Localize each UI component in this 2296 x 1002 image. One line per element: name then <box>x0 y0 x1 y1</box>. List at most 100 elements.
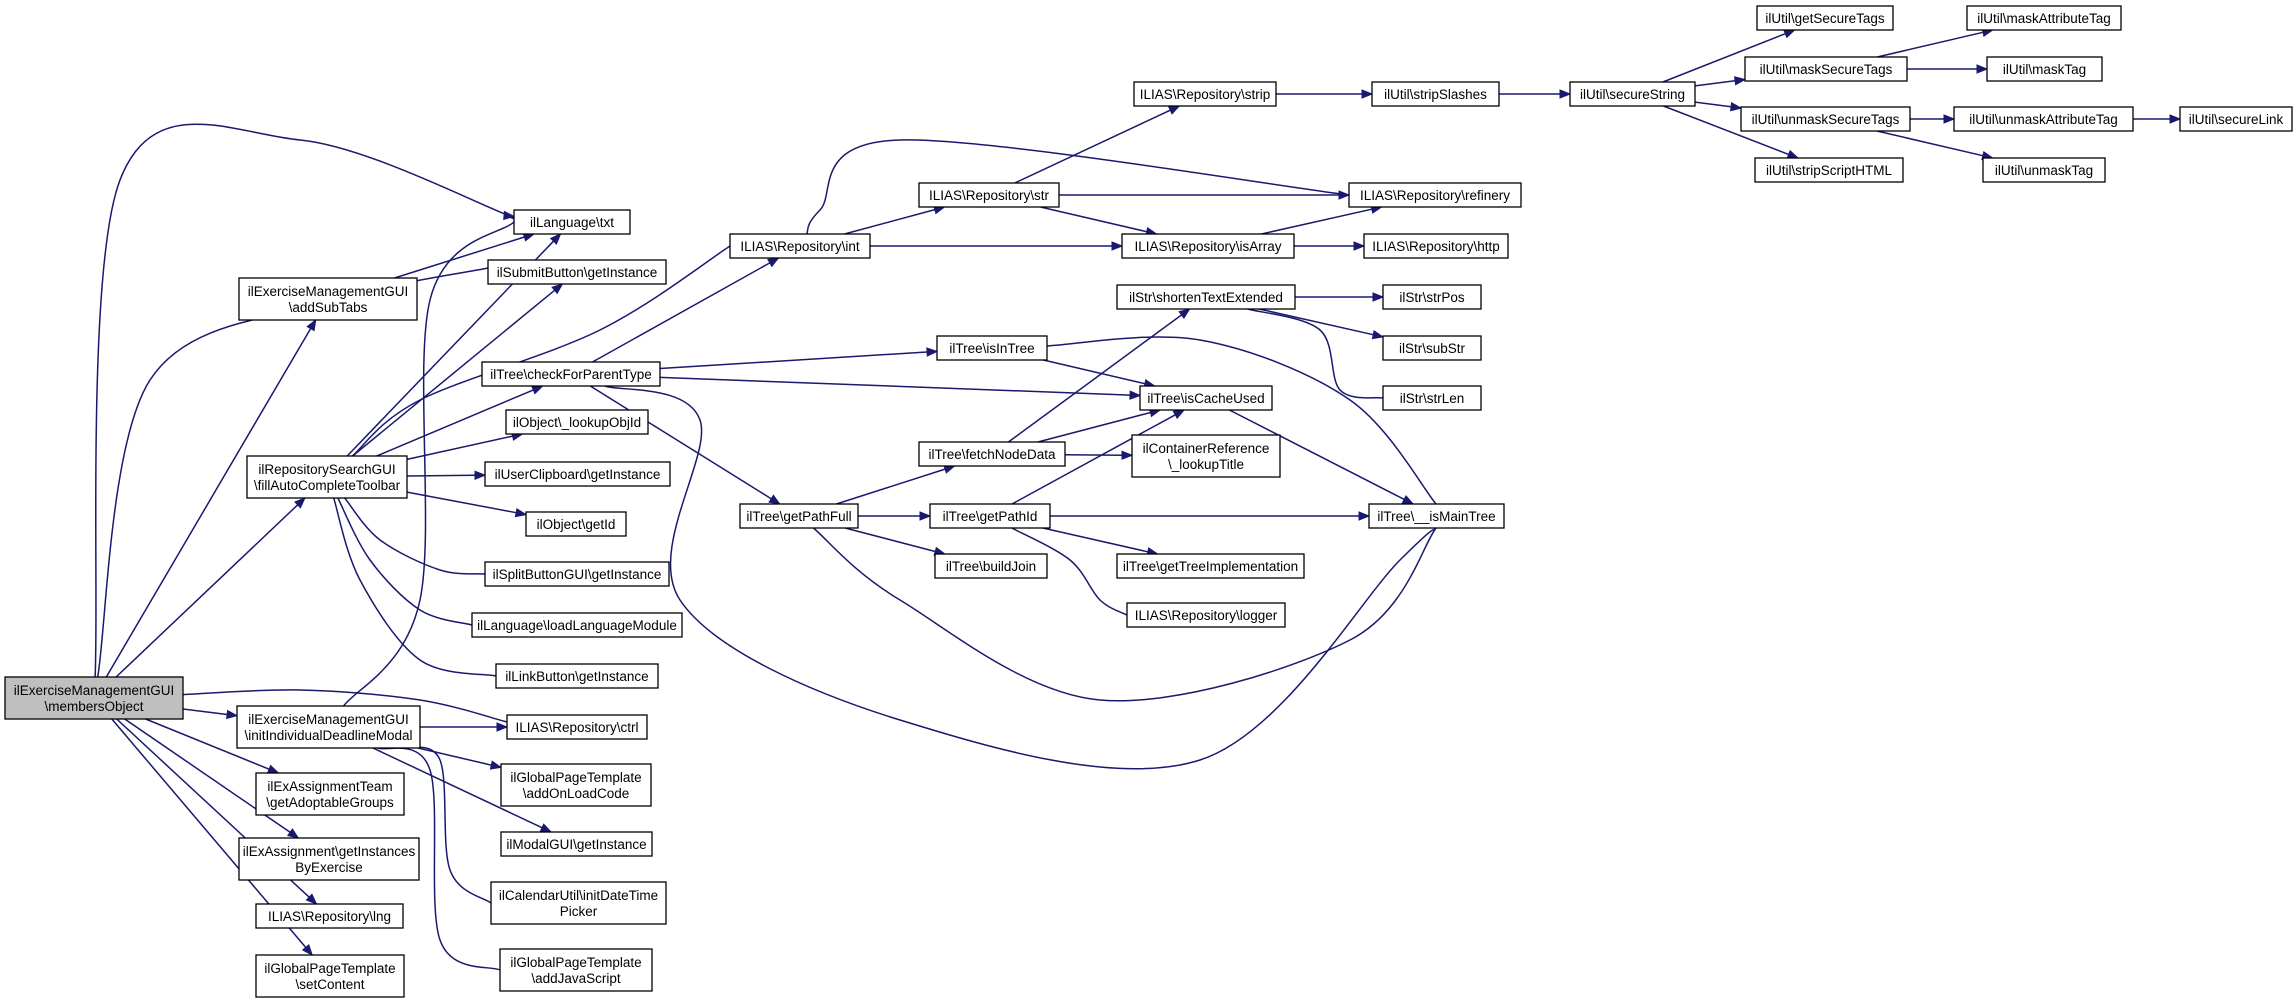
node-label-line: ilTree\getTreeImplementation <box>1123 559 1298 574</box>
node-lookup-obj-id[interactable]: ilObject\_lookupObjId <box>505 409 649 435</box>
node-tree-is-cache-used[interactable]: ilTree\isCacheUsed <box>1139 385 1273 411</box>
call-graph-nodes: ilExerciseManagementGUI\membersObjectilE… <box>4 5 2293 998</box>
node-repo-is-array[interactable]: ILIAS\Repository\isArray <box>1121 233 1295 259</box>
node-repo-ctrl[interactable]: ILIAS\Repository\ctrl <box>506 714 648 740</box>
node-add-sub-tabs[interactable]: ilExerciseManagementGUI\addSubTabs <box>238 277 418 321</box>
node-secure-link[interactable]: ilUtil\secureLink <box>2179 106 2293 132</box>
node-box <box>936 335 1048 361</box>
edge-check_for_parent_type-to-tree_is_main_tree <box>604 385 1440 770</box>
node-sub-str[interactable]: ilStr\subStr <box>1382 335 1482 361</box>
node-tree-fetch-node-data[interactable]: ilTree\fetchNodeData <box>918 441 1066 467</box>
node-unmask-tag[interactable]: ilUtil\unmaskTag <box>1982 157 2106 183</box>
node-label-line: \membersObject <box>44 699 143 714</box>
node-add-on-load-code[interactable]: ilGlobalPageTemplate\addOnLoadCode <box>500 763 652 807</box>
node-tree-build-join[interactable]: ilTree\buildJoin <box>934 553 1048 579</box>
node-label-line: ilStr\strLen <box>1400 391 1465 406</box>
node-mask-attribute-tag[interactable]: ilUtil\maskAttributeTag <box>1966 5 2122 31</box>
arrowhead-repo_strip-to-strip_slashes <box>1361 89 1374 99</box>
node-get-adoptable-groups[interactable]: ilExAssignmentTeam\getAdoptableGroups <box>255 772 405 816</box>
node-check-for-parent-type[interactable]: ilTree\checkForParentType <box>481 361 661 387</box>
node-tree-is-main-tree[interactable]: ilTree\__isMainTree <box>1368 503 1505 529</box>
node-object-get-id[interactable]: ilObject\getId <box>525 511 627 537</box>
node-init-deadline-modal[interactable]: ilExerciseManagementGUI\initIndividualDe… <box>236 705 421 749</box>
node-str-len[interactable]: ilStr\strLen <box>1382 385 1482 411</box>
node-label-line: ILIAS\Repository\str <box>929 188 1050 203</box>
node-label-line: ilExerciseManagementGUI <box>14 683 175 698</box>
arrowhead-shorten_text_extended-to-str_pos <box>1372 292 1385 302</box>
node-label-line: \setContent <box>295 977 364 992</box>
node-split-button[interactable]: ilSplitButtonGUI\getInstance <box>484 561 670 587</box>
arrowhead-init_deadline_modal-to-add_on_load_code <box>489 760 503 770</box>
arrowhead-fill_auto_complete-to-object_get_id <box>514 507 528 518</box>
node-str-pos[interactable]: ilStr\strPos <box>1382 284 1482 310</box>
arrowhead-repo_str-to-repo_refinery <box>1338 190 1351 200</box>
node-tree-is-in-tree[interactable]: ilTree\isInTree <box>936 335 1048 361</box>
node-label-line: ilGlobalPageTemplate <box>510 770 641 785</box>
node-label-line: \addOnLoadCode <box>523 786 630 801</box>
node-box <box>481 361 661 387</box>
node-box <box>500 763 652 807</box>
node-mask-tag[interactable]: ilUtil\maskTag <box>1986 56 2103 82</box>
node-container-reference-lookup-title[interactable]: ilContainerReference\_lookupTitle <box>1131 434 1281 478</box>
edge-tree_get_path_id-to-tree_is_cache_used <box>1011 414 1176 505</box>
node-label-line: ilExerciseManagementGUI <box>248 712 409 727</box>
node-box <box>255 903 404 929</box>
arrowhead-init_deadline_modal-to-modal_gui <box>539 823 553 833</box>
node-modal-gui[interactable]: ilModalGUI\getInstance <box>500 831 653 857</box>
arrowhead-repo_is_array-to-repo_http <box>1353 241 1366 251</box>
arrowhead-secure_string-to-unmask_secure_tags <box>1730 101 1743 112</box>
node-tree-get-tree-implementation[interactable]: ilTree\getTreeImplementation <box>1116 553 1305 579</box>
node-link-button[interactable]: ilLinkButton\getInstance <box>495 663 659 689</box>
node-label-line: ilCalendarUtil\initDateTime <box>499 888 658 903</box>
node-members-object[interactable]: ilExerciseManagementGUI\membersObject <box>4 676 184 720</box>
node-repo-http[interactable]: ILIAS\Repository\http <box>1363 233 1509 259</box>
node-unmask-attribute-tag[interactable]: ilUtil\unmaskAttributeTag <box>1953 106 2134 132</box>
node-language-txt[interactable]: ilLanguage\txt <box>513 209 631 235</box>
node-repo-strip[interactable]: ILIAS\Repository\strip <box>1133 81 1277 107</box>
arrowhead-members_object-to-init_deadline_modal <box>226 709 239 720</box>
node-label-line: ilUtil\secureString <box>1580 87 1685 102</box>
node-label-line: ilExAssignmentTeam <box>267 779 392 794</box>
node-box <box>487 259 667 285</box>
node-strip-slashes[interactable]: ilUtil\stripSlashes <box>1371 81 1500 107</box>
node-unmask-secure-tags[interactable]: ilUtil\unmaskSecureTags <box>1740 106 1911 132</box>
node-repo-int[interactable]: ILIAS\Repository\int <box>729 233 871 259</box>
arrowhead-fill_auto_complete-to-check_for_parent_type <box>531 385 544 395</box>
node-tree-get-path-full[interactable]: ilTree\getPathFull <box>739 503 859 529</box>
node-set-content[interactable]: ilGlobalPageTemplate\setContent <box>255 954 405 998</box>
node-user-clipboard[interactable]: ilUserClipboard\getInstance <box>484 461 671 487</box>
node-repo-logger[interactable]: ILIAS\Repository\logger <box>1126 602 1286 628</box>
node-repo-lng[interactable]: ILIAS\Repository\lng <box>255 903 404 929</box>
node-label-line: ilUtil\stripSlashes <box>1384 87 1487 102</box>
node-load-language-module[interactable]: ilLanguage\loadLanguageModule <box>471 612 683 638</box>
node-box <box>1363 233 1509 259</box>
node-box <box>1121 233 1295 259</box>
node-box <box>506 714 648 740</box>
node-add-java-script[interactable]: ilGlobalPageTemplate\addJavaScript <box>499 948 653 992</box>
node-label-line: ilUtil\maskAttributeTag <box>1977 11 2111 26</box>
node-repo-str[interactable]: ILIAS\Repository\str <box>918 182 1060 208</box>
node-box <box>1982 157 2106 183</box>
node-strip-script-html[interactable]: ilUtil\stripScriptHTML <box>1754 157 1904 183</box>
node-box <box>1348 182 1522 208</box>
node-box <box>1569 81 1696 107</box>
node-repo-refinery[interactable]: ILIAS\Repository\refinery <box>1348 182 1522 208</box>
node-label-line: ilTree\getPathFull <box>746 509 851 524</box>
node-mask-secure-tags[interactable]: ilUtil\maskSecureTags <box>1744 56 1908 82</box>
node-shorten-text-extended[interactable]: ilStr\shortenTextExtended <box>1116 284 1296 310</box>
node-label-line: ILIAS\Repository\isArray <box>1134 239 1281 254</box>
node-secure-string[interactable]: ilUtil\secureString <box>1569 81 1696 107</box>
node-box <box>1953 106 2134 132</box>
node-get-secure-tags[interactable]: ilUtil\getSecureTags <box>1756 5 1894 31</box>
node-label-line: ilUtil\maskTag <box>2003 62 2086 77</box>
node-tree-get-path-id[interactable]: ilTree\getPathId <box>929 503 1051 529</box>
node-submit-button[interactable]: ilSubmitButton\getInstance <box>487 259 667 285</box>
node-label-line: ILIAS\Repository\int <box>740 239 860 254</box>
node-label-line: ilLanguage\txt <box>530 215 614 230</box>
node-fill-auto-complete[interactable]: ilRepositorySearchGUI\fillAutoCompleteTo… <box>246 455 408 499</box>
node-label-line: ilSubmitButton\getInstance <box>497 265 658 280</box>
node-label-line: ilUtil\secureLink <box>2189 112 2284 127</box>
